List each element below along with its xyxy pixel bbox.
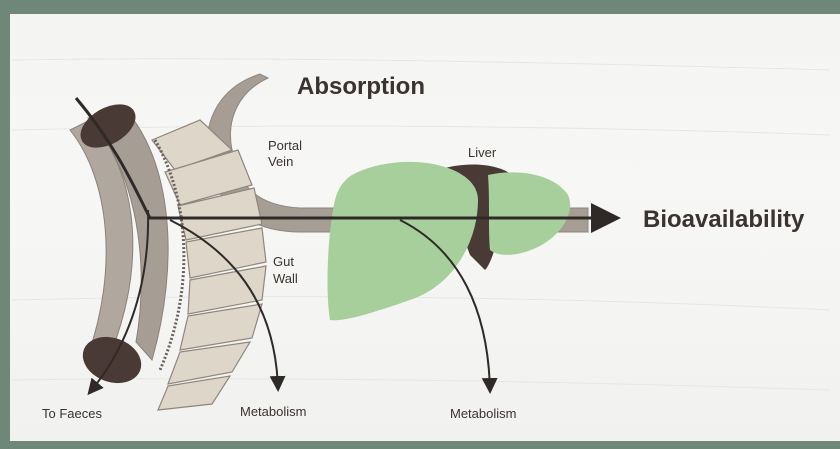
liver-metabolism-label: Metabolism <box>450 406 516 421</box>
to-faeces-label: To Faeces <box>42 406 102 421</box>
gut-wall-villi <box>152 120 266 410</box>
absorption-label: Absorption <box>297 73 425 100</box>
gut-wall-label-line1: Gut <box>273 254 294 269</box>
gut-metabolism-label: Metabolism <box>240 404 306 419</box>
bioavailability-label: Bioavailability <box>643 206 805 233</box>
portal-vein-label-line1: Portal <box>268 138 302 153</box>
liver-right-lobe <box>488 172 570 255</box>
portal-vein-label-line2: Vein <box>268 154 293 169</box>
liver <box>328 162 478 320</box>
liver-label: Liver <box>468 145 497 160</box>
gut-wall-label-line2: Wall <box>273 271 298 286</box>
